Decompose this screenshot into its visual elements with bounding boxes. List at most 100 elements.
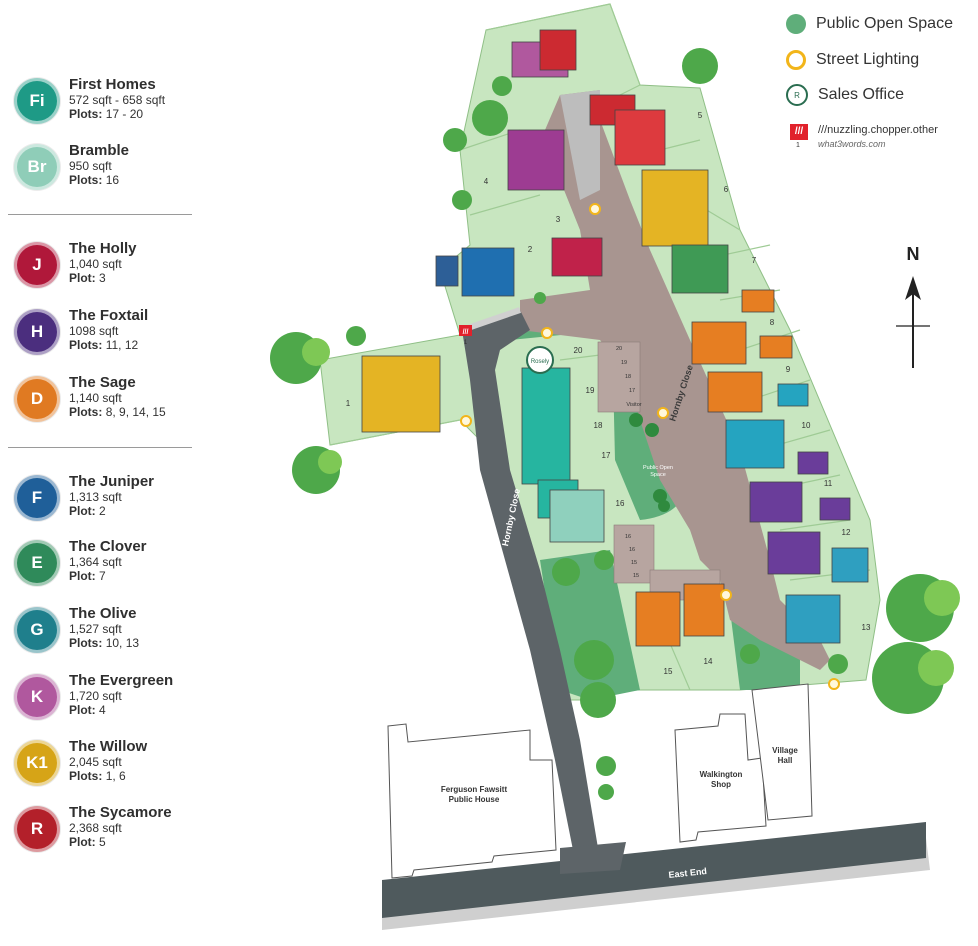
plot-number: 1 [346, 399, 351, 408]
north-arrow: N [894, 242, 932, 370]
visitor-parking-label: Visitor [626, 402, 641, 408]
plot-number: 7 [752, 256, 757, 265]
house-name: Bramble [69, 142, 130, 159]
plot-number: 14 [704, 657, 713, 666]
key-label: Public Open Space [816, 15, 953, 32]
key-sales-office: R Sales Office [786, 84, 904, 106]
plots-value: 2 [99, 504, 106, 518]
plots-value: 10, 13 [105, 636, 140, 650]
evergreen-badge: K [14, 674, 60, 720]
plot-number: 18 [594, 421, 603, 430]
shop-label: Shop [711, 780, 731, 789]
what3words-site: what3words.com [818, 139, 886, 149]
sales-office-map-marker: Rosely [526, 346, 554, 374]
house-size: 1098 sqft [69, 324, 119, 338]
house-size: 1,527 sqft [69, 622, 122, 636]
open-space-label-line: Public Open [643, 465, 673, 471]
olive-badge: G [14, 607, 60, 653]
village-buildings [387, 683, 813, 879]
house-name: The Clover [69, 538, 147, 555]
plot-number-labels: 1 2 3 4 5 6 7 8 9 10 11 12 13 14 15 16 1… [346, 111, 871, 676]
public-open-space-swatch-icon [786, 14, 806, 34]
sales-office-icon: R [786, 84, 808, 106]
parking-label: 20 [616, 346, 622, 352]
house-size: 1,364 sqft [69, 555, 122, 569]
plot-number: 10 [802, 421, 811, 430]
east-end-label: East End [668, 866, 707, 880]
plots-label: Plots: [69, 405, 103, 419]
public-house-label: Public House [449, 795, 500, 804]
house-size: 2,368 sqft [69, 821, 122, 835]
open-space-label-line: Space [650, 472, 666, 478]
bramble-badge: Br [14, 144, 60, 190]
parking-label: 16 [625, 534, 631, 540]
north-arrow-icon: N [896, 244, 930, 368]
parking-label: 17 [629, 388, 635, 394]
plots-label: Plot: [69, 504, 96, 518]
parking-label: 19 [621, 360, 627, 366]
plots-label: Plots: [69, 636, 103, 650]
first-homes-badge: Fi [14, 78, 60, 124]
plots-value: 8, 9, 14, 15 [105, 405, 166, 419]
plot-number: 3 [556, 215, 561, 224]
east-end-road [382, 822, 930, 930]
plot-number: 16 [616, 499, 625, 508]
plot-number: 2 [528, 245, 533, 254]
plots-label: Plots: [69, 173, 103, 187]
what3words-icon: /// [790, 124, 808, 140]
w3w-marker-number: 1 [464, 340, 468, 346]
house-size: 1,313 sqft [69, 490, 122, 504]
key-public-open-space: Public Open Space [786, 14, 953, 34]
plots-value: 3 [99, 271, 106, 285]
legend-divider [8, 447, 192, 448]
plot-number: 12 [842, 528, 851, 537]
house-name: The Evergreen [69, 672, 174, 689]
house-size: 572 sqft - 658 sqft [69, 93, 166, 107]
plot-number: 19 [586, 386, 595, 395]
house-size: 1,040 sqft [69, 257, 122, 271]
plots-label: Plots: [69, 107, 103, 121]
house-name: The Sycamore [69, 804, 172, 821]
key-street-lighting: Street Lighting [786, 50, 919, 70]
plots-value: 7 [99, 569, 106, 583]
plot-number: 9 [786, 365, 791, 374]
parking-label: 15 [631, 560, 637, 566]
house-name: The Willow [69, 738, 148, 755]
house-name: The Holly [69, 240, 137, 257]
what3words-address: ///nuzzling.chopper.other [818, 124, 938, 136]
plot-number: 4 [484, 177, 489, 186]
willow-badge: K1 [14, 740, 60, 786]
plots-label: Plot: [69, 569, 96, 583]
plots-label: Plots: [69, 338, 103, 352]
parking-label: 16 [629, 547, 635, 553]
plots-value: 17 - 20 [105, 107, 144, 121]
key-label: Street Lighting [816, 51, 920, 68]
plot-number: 11 [824, 479, 833, 488]
plot-number: 5 [698, 111, 703, 120]
street-light-icon [786, 50, 806, 70]
plots-label: Plots: [69, 769, 103, 783]
holly-badge: J [14, 242, 60, 288]
hall-label: Village [772, 746, 798, 755]
sycamore-badge: R [14, 806, 60, 852]
house-size: 1,720 sqft [69, 689, 122, 703]
plot-number: 13 [862, 623, 871, 632]
plots-label: Plot: [69, 703, 96, 717]
plot-number: 17 [602, 451, 611, 460]
w3w-marker-glyph: /// [463, 329, 469, 336]
clover-badge: E [14, 540, 60, 586]
house-name: The Olive [69, 605, 137, 622]
house-name: The Foxtail [69, 307, 149, 324]
parking-label: 15 [633, 573, 639, 579]
plots-value: 11, 12 [105, 338, 139, 352]
plot-number: 8 [770, 318, 775, 327]
house-name: The Sage [69, 374, 136, 391]
